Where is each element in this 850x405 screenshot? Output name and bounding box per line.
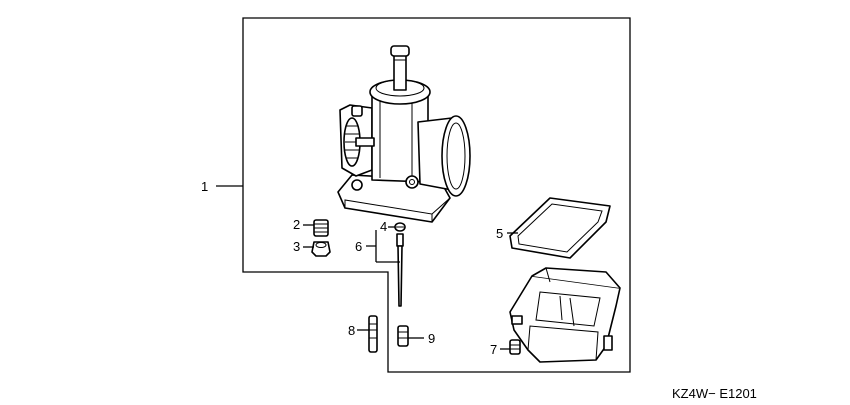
nut-part[interactable] xyxy=(311,241,331,257)
needle-part[interactable] xyxy=(396,233,404,307)
pilot-jet-part[interactable] xyxy=(397,325,409,347)
diagram-code: KZ4W− E1201 xyxy=(672,386,757,401)
callout-9: 9 xyxy=(428,331,435,346)
spring-part[interactable] xyxy=(313,219,329,237)
callout-4: 4 xyxy=(380,219,387,234)
callout-6: 6 xyxy=(355,239,362,254)
callout-8: 8 xyxy=(348,323,355,338)
callout-3: 3 xyxy=(293,239,300,254)
gasket-part[interactable] xyxy=(509,197,611,259)
callout-5: 5 xyxy=(496,226,503,241)
float-bowl[interactable] xyxy=(509,267,621,363)
jet-part[interactable] xyxy=(368,315,378,353)
leader-lines xyxy=(216,185,518,350)
assembly-boundary xyxy=(242,17,631,373)
callout-1: 1 xyxy=(201,179,208,194)
callout-2: 2 xyxy=(293,217,300,232)
callout-7: 7 xyxy=(490,342,497,357)
drain-screw-part[interactable] xyxy=(509,339,521,355)
clip-part[interactable] xyxy=(394,222,406,232)
carburetor-body[interactable] xyxy=(337,45,471,223)
